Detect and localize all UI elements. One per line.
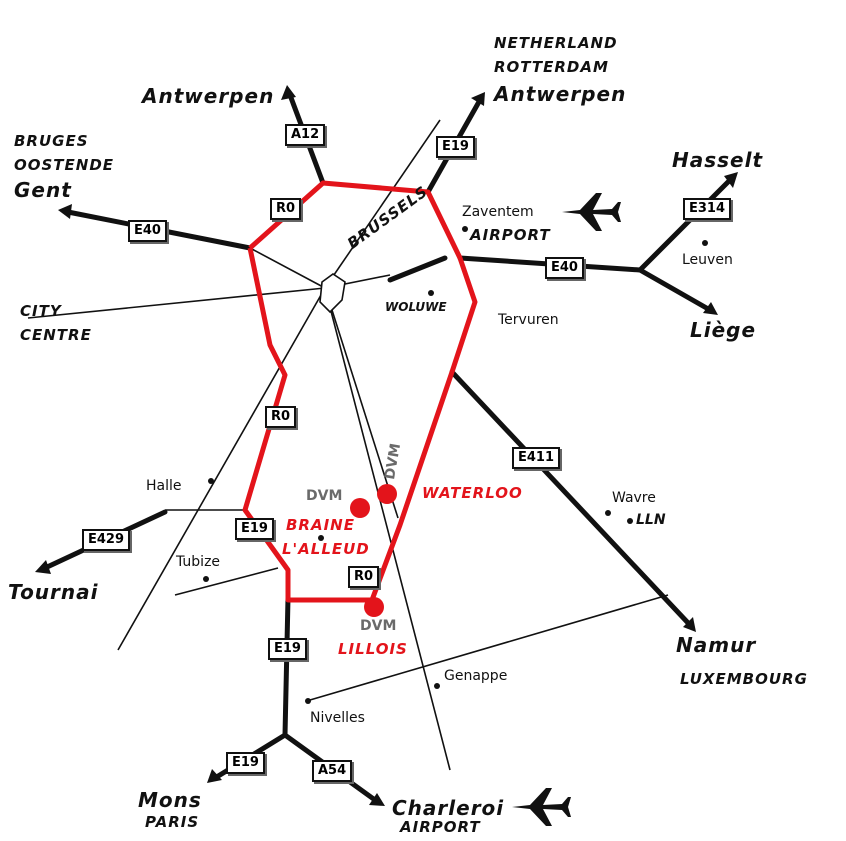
road-shield-e411: E411 (512, 447, 561, 469)
dvm-lillois-marker (364, 597, 384, 617)
road-shield-r0-west: R0 (265, 406, 297, 428)
road-shield-a12: A12 (285, 124, 326, 146)
label-leuven: Leuven (682, 252, 733, 268)
label-namur: Namur (676, 633, 757, 657)
label-dvm-lillois: DVM (360, 618, 397, 634)
label-centre: CENTRE (20, 326, 92, 344)
road-shield-r0-nw: R0 (270, 198, 302, 220)
genappe-dot (434, 683, 440, 689)
airplane-icon (512, 788, 571, 826)
label-antwerpen-left: Antwerpen (142, 84, 275, 108)
label-hasselt: Hasselt (672, 148, 764, 172)
halle-dot (208, 478, 214, 484)
ring-road-r0 (242, 180, 478, 603)
label-airport: AIRPORT (470, 226, 551, 244)
road-shield-r0-south: R0 (348, 566, 380, 588)
label-luxembourg: LUXEMBOURG (680, 670, 808, 688)
road-shield-e19-bottom: E19 (226, 752, 265, 774)
label-antwerpen-right: Antwerpen (494, 82, 627, 106)
wavre-dot (605, 510, 611, 516)
label-netherland: NETHERLAND (494, 34, 618, 52)
label-dvm-braine: DVM (306, 488, 343, 504)
label-bruges: BRUGES (14, 132, 89, 150)
road-shield-e40-east: E40 (545, 257, 584, 279)
brussels-centre-shape (319, 273, 346, 314)
label-lillois: LILLOIS (338, 640, 408, 658)
label-braine: BRAINE (286, 516, 355, 534)
airplane-icon (562, 193, 621, 231)
label-paris: PARIS (145, 813, 200, 831)
direction-arrows (35, 85, 738, 806)
label-rotterdam: ROTTERDAM (494, 58, 609, 76)
woluwe-dot (428, 290, 434, 296)
tubize-dot (203, 576, 209, 582)
road-shield-e314: E314 (683, 198, 732, 220)
label-woluwe: WOLUWE (385, 300, 447, 314)
label-lln: LLN (636, 512, 666, 528)
thin-roads (27, 119, 669, 771)
label-zaventem: Zaventem (462, 204, 534, 220)
lln-dot (627, 518, 633, 524)
label-charleroi: Charleroi (392, 796, 505, 820)
zaventem-dot (462, 226, 468, 232)
label-gent: Gent (14, 178, 72, 202)
road-shield-e19-mid: E19 (235, 518, 274, 540)
road-shield-e19-south: E19 (268, 638, 307, 660)
dvm-waterloo-marker (377, 484, 397, 504)
label-genappe: Genappe (444, 668, 508, 684)
label-lalleud: L'ALLEUD (282, 540, 370, 558)
label-mons: Mons (138, 788, 202, 812)
label-city: CITY (20, 302, 62, 320)
road-shield-e40-west: E40 (128, 220, 167, 242)
label-liege: Liège (690, 318, 757, 342)
leuven-dot (702, 240, 708, 246)
label-oostende: OOSTENDE (14, 156, 115, 174)
road-shield-a54: A54 (312, 760, 353, 782)
label-tournai: Tournai (8, 580, 99, 604)
label-tubize: Tubize (176, 554, 221, 570)
dvm-braine-marker (350, 498, 370, 518)
road-shield-e19-north: E19 (436, 136, 475, 158)
label-waterloo: WATERLOO (422, 484, 523, 502)
label-halle: Halle (146, 478, 182, 494)
road-shield-e429: E429 (82, 529, 131, 551)
label-nivelles: Nivelles (310, 710, 365, 726)
label-tervuren: Tervuren (498, 312, 559, 328)
braine-dot (318, 535, 324, 541)
label-wavre: Wavre (612, 490, 656, 506)
label-charleroi-airport: AIRPORT (400, 818, 481, 836)
nivelles-dot (305, 698, 311, 704)
